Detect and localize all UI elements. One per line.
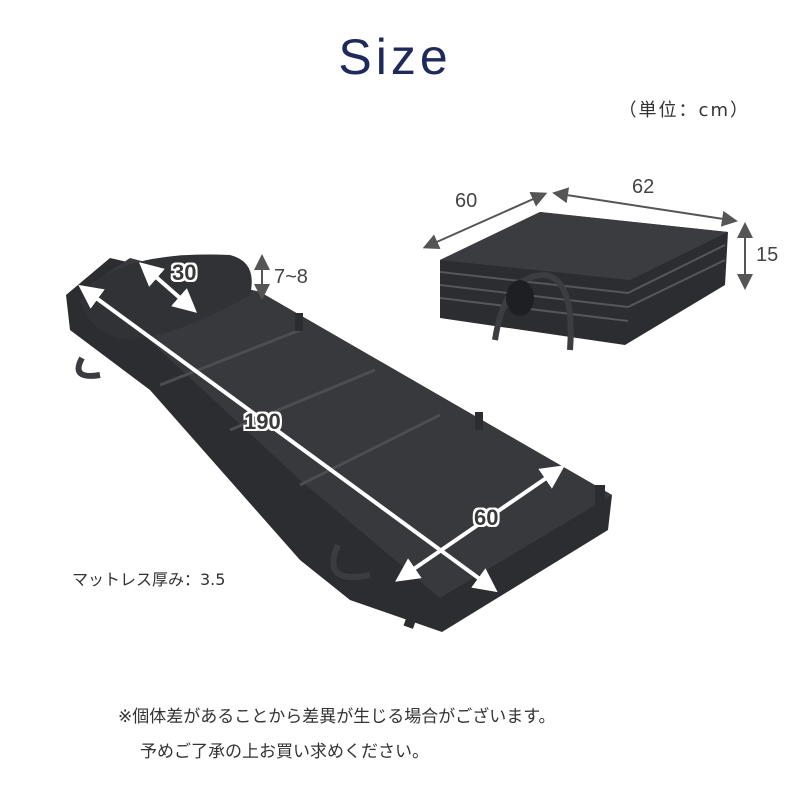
- folded-depth-label: 60: [455, 190, 478, 212]
- pillow-depth-label: 30: [172, 260, 197, 285]
- folded-depth-arrow: [422, 191, 548, 250]
- width-arrow: [395, 465, 565, 582]
- thickness-label: マットレス厚み：3.5: [72, 570, 226, 589]
- folded-width-label: 62: [632, 176, 655, 198]
- pillow-height-label: 7~8: [274, 266, 308, 288]
- width-label: 60: [474, 505, 499, 530]
- length-label: 190: [244, 409, 281, 434]
- folded-height-label: 15: [756, 244, 779, 266]
- unit-note: （単位：cm）: [618, 100, 750, 121]
- folded-mattress-image: [439, 212, 728, 351]
- folded-width-arrow: [552, 187, 738, 227]
- disclaimer-line-2: 予めご了承の上お買い求めください。: [140, 742, 429, 762]
- page-title: Size: [338, 29, 452, 85]
- disclaimer-line-1: ※個体差があることから差異が生じる場合がございます。: [118, 707, 556, 727]
